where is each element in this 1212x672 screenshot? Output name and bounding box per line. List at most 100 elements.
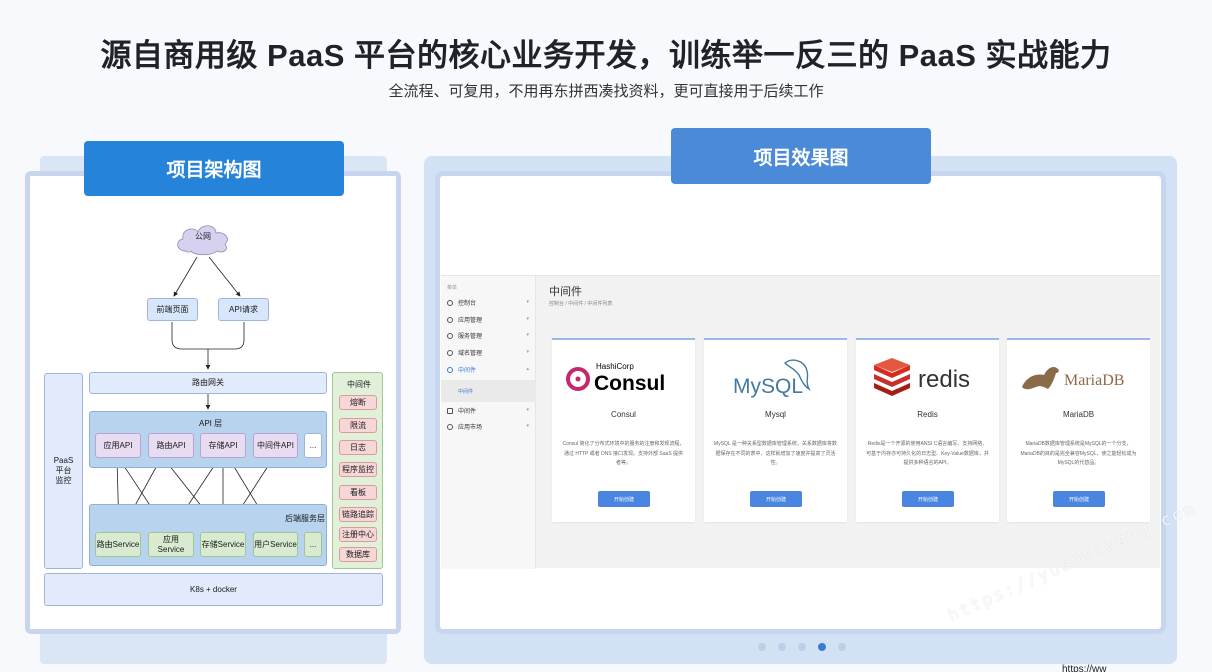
service-box: 路由Service bbox=[95, 532, 141, 557]
screenshot-label: 项目效果图 bbox=[671, 128, 931, 184]
bottom-partial-text: https://ww bbox=[1062, 664, 1107, 672]
redis-brand: redis bbox=[918, 366, 970, 393]
redis-logo: redis bbox=[856, 354, 999, 400]
create-button[interactable]: 开始创建 bbox=[1053, 491, 1105, 507]
sidebar-item-label: 中间件 bbox=[458, 409, 477, 415]
chevron-up-icon: ▴ bbox=[526, 366, 529, 372]
api-box: 路由API bbox=[148, 433, 194, 458]
service-box-more: ... bbox=[304, 532, 322, 557]
middleware-name: Consul bbox=[611, 410, 636, 419]
middleware-desc: MariaDB数据库管理系统是MySQL的一个分支，MariaDB的目的是完全兼… bbox=[1020, 441, 1137, 466]
home-icon bbox=[447, 299, 453, 306]
middleware-desc: MySQL 是一种关系型数据库管理系统，关系数据库将数据保存在不同的表中，这样就… bbox=[714, 441, 837, 466]
market-icon bbox=[447, 423, 453, 430]
mysql-brand: MySQL bbox=[733, 375, 803, 398]
mariadb-logo: MariaDB bbox=[1007, 354, 1150, 400]
breadcrumb: 控制台 / 中间件 / 中间件列表 bbox=[549, 301, 613, 307]
api-request-box: API请求 bbox=[218, 298, 269, 321]
create-button[interactable]: 开始创建 bbox=[750, 491, 802, 507]
domain-icon bbox=[447, 349, 453, 356]
consul-brand: Consul bbox=[594, 372, 665, 395]
service-box: 用户Service bbox=[253, 532, 298, 557]
sidebar-subitem-middleware[interactable]: 中间件 bbox=[441, 380, 536, 402]
paas-monitor-box: PaaS 平台 监控 bbox=[44, 373, 83, 569]
middleware-icon bbox=[447, 366, 453, 373]
api-box-more: ... bbox=[304, 433, 322, 458]
middleware-name: MariaDB bbox=[1062, 410, 1095, 419]
consul-logo: HashiCorp Consul bbox=[552, 354, 695, 400]
service-box: 存储Service bbox=[200, 532, 246, 557]
service-icon bbox=[447, 332, 453, 339]
consul-brand-small: HashiCorp bbox=[596, 362, 634, 371]
middleware-name: Mysql bbox=[765, 410, 786, 419]
consul-icon: HashiCorp Consul bbox=[565, 362, 665, 395]
middleware-desc: Consul 简化了分布式环境中的服务的注册和发现流程，通过 HTTP 或者 D… bbox=[562, 441, 685, 466]
middleware-item: 程序监控 bbox=[339, 462, 377, 477]
chevron-down-icon: ▾ bbox=[526, 423, 529, 429]
infra-box: K8s + docker bbox=[44, 573, 383, 606]
create-button[interactable]: 开始创建 bbox=[902, 491, 954, 507]
chevron-down-icon: ▾ bbox=[526, 332, 529, 338]
api-box: 存储API bbox=[200, 433, 246, 458]
redis-icon: redis bbox=[873, 358, 970, 396]
sidebar-item-apps[interactable]: 应用管理 ▾ bbox=[441, 311, 536, 328]
middleware-name: Redis bbox=[917, 410, 938, 419]
carousel-dot[interactable] bbox=[838, 643, 846, 651]
internet-cloud: 公网 bbox=[172, 220, 234, 256]
mysql-icon: MySQL bbox=[733, 359, 811, 398]
middleware-item: 熔断 bbox=[339, 395, 377, 410]
sidebar-item-label: 控制台 bbox=[458, 301, 477, 307]
sidebar-item-label: 域名管理 bbox=[458, 351, 483, 357]
sidebar-item-domains[interactable]: 域名管理 ▾ bbox=[441, 344, 536, 361]
middleware-item: 数据库 bbox=[339, 547, 377, 562]
create-button[interactable]: 开始创建 bbox=[598, 491, 650, 507]
sidebar-item-label: 中间件 bbox=[458, 368, 477, 374]
sidebar-head: 菜单 bbox=[447, 285, 458, 291]
sidebar-item-label: 应用管理 bbox=[458, 318, 483, 324]
app-sidebar: 菜单 控制台▾ 应用管理▾ 服务管理▾ 域名管理▾ 中间件▴ 中间件 中间件▾ … bbox=[441, 276, 536, 569]
chevron-down-icon: ▾ bbox=[526, 316, 529, 322]
sidebar-item-label: 应用市场 bbox=[458, 425, 483, 431]
page-title: 中间件 bbox=[549, 286, 582, 298]
service-box: 应用 Service bbox=[148, 532, 194, 557]
mariadb-brand: MariaDB bbox=[1064, 372, 1124, 389]
middleware-item: 看板 bbox=[339, 485, 377, 500]
sidebar-item-label: 服务管理 bbox=[458, 334, 483, 340]
mysql-logo: MySQL bbox=[704, 354, 847, 400]
hero-title: 源自商用级 PaaS 平台的核心业务开发，训练举一反三的 PaaS 实战能力 bbox=[100, 38, 1112, 73]
carousel-dot[interactable] bbox=[778, 643, 786, 651]
architecture-label: 项目架构图 bbox=[84, 141, 344, 196]
chevron-down-icon: ▾ bbox=[526, 407, 529, 413]
sidebar-item-market[interactable]: 应用市场 ▾ bbox=[441, 418, 536, 435]
sidebar-item-services[interactable]: 服务管理 ▾ bbox=[441, 327, 536, 344]
app-icon bbox=[447, 316, 453, 323]
carousel-dot-active[interactable] bbox=[818, 643, 826, 651]
mariadb-icon: MariaDB bbox=[1021, 367, 1124, 390]
middleware-item: 日志 bbox=[339, 440, 377, 455]
api-box: 中间件API bbox=[253, 433, 298, 458]
carousel-dot[interactable] bbox=[758, 643, 766, 651]
middleware-item: 限流 bbox=[339, 418, 377, 433]
middleware-title: 中间件 bbox=[347, 380, 371, 389]
sidebar-item-middleware-2[interactable]: 中间件 ▾ bbox=[441, 402, 536, 419]
gateway-box: 路由网关 bbox=[89, 372, 327, 394]
middleware-card: MariaDB MariaDB MariaDB数据库管理系统是MySQL的一个分… bbox=[1007, 338, 1150, 522]
middleware-card: redis Redis Redis是一个开源的使用ANSI C语言编写、支持网络… bbox=[856, 338, 999, 522]
api-layer-title: API 层 bbox=[199, 419, 223, 428]
sidebar-item-middleware[interactable]: 中间件 ▴ bbox=[441, 361, 536, 378]
carousel-dots bbox=[758, 643, 846, 651]
carousel-dot[interactable] bbox=[798, 643, 806, 651]
middleware-item: 注册中心 bbox=[339, 527, 377, 542]
backend-layer-title: 后端服务层 bbox=[285, 514, 325, 523]
chevron-down-icon: ▾ bbox=[526, 349, 529, 355]
app-screenshot: 菜单 控制台▾ 应用管理▾ 服务管理▾ 域名管理▾ 中间件▴ 中间件 中间件▾ … bbox=[441, 275, 1160, 569]
middleware-item: 链路追踪 bbox=[339, 507, 377, 522]
api-box: 应用API bbox=[95, 433, 141, 458]
internet-label: 公网 bbox=[195, 232, 211, 241]
hero-subtitle: 全流程、可复用，不用再东拼西凑找资料，更可直接用于后续工作 bbox=[388, 83, 824, 100]
middleware-desc: Redis是一个开源的使用ANSI C语言编写、支持网络、可基于内存亦可持久化的… bbox=[866, 441, 989, 466]
cloud-icon bbox=[177, 225, 228, 256]
sidebar-item-dashboard[interactable]: 控制台 ▾ bbox=[441, 294, 536, 311]
middleware-card: HashiCorp Consul Consul Consul 简化了分布式环境中… bbox=[552, 338, 695, 522]
chevron-down-icon: ▾ bbox=[526, 299, 529, 305]
